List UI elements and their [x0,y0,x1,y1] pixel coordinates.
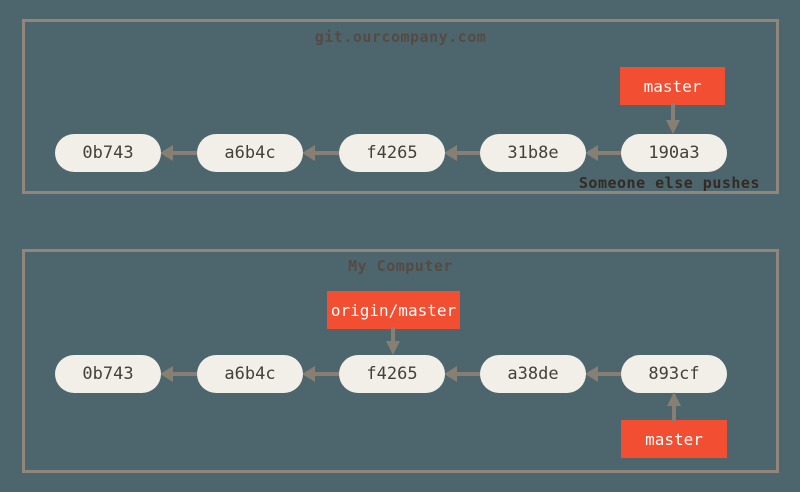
arrow-893cf-to-a38de [585,366,625,382]
commit-node-local-3: f4265 [339,355,445,393]
commit-node-remote-4: 31b8e [480,134,586,172]
panel-title-local: My Computer [348,257,453,275]
branch-label-master-remote: master [620,67,725,105]
arrow-a6b4c-to-0b743-local [160,366,200,382]
arrow-master-to-893cf [667,392,681,421]
commit-node-local-2: a6b4c [197,355,303,393]
commit-node-local-5: 893cf [621,355,727,393]
commit-node-remote-2: a6b4c [197,134,303,172]
commit-node-local-1: 0b743 [55,355,161,393]
panel-title-remote: git.ourcompany.com [314,28,487,46]
branch-label-master-local: master [621,420,727,458]
commit-node-remote-3: f4265 [339,134,445,172]
arrow-f4265-to-a6b4c-local [302,366,342,382]
arrow-31b8e-to-f4265 [444,145,484,161]
arrow-origin-master-to-f4265 [386,327,400,355]
panel-remote-server [22,19,779,194]
panel-my-computer [22,249,779,473]
branch-label-origin-master: origin/master [327,291,460,329]
commit-node-remote-5: 190a3 [621,134,727,172]
arrow-a38de-to-f4265 [444,366,484,382]
arrow-master-to-190a3 [666,103,680,134]
annotation-someone-else-pushes: Someone else pushes [578,174,760,192]
arrow-190a3-to-31b8e [585,145,625,161]
commit-node-local-4: a38de [480,355,586,393]
arrow-a6b4c-to-0b743-remote [160,145,200,161]
arrow-f4265-to-a6b4c-remote [302,145,342,161]
commit-node-remote-1: 0b743 [55,134,161,172]
